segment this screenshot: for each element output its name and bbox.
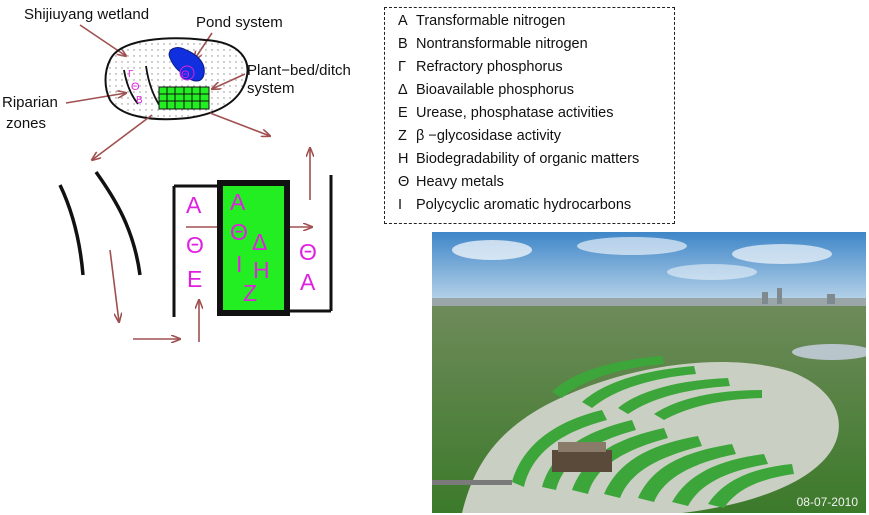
wetland-outline xyxy=(104,37,249,121)
riparian-line xyxy=(145,65,161,107)
legend-text: Transformable nitrogen xyxy=(416,13,566,29)
plant-bed-box xyxy=(217,180,290,316)
riparian-line xyxy=(123,69,139,105)
legend-row: Γ Refractory phosphorus xyxy=(398,56,674,79)
col-center-i: I xyxy=(236,251,242,277)
col-center-z: Z xyxy=(243,280,257,306)
col-center-a: A xyxy=(230,189,246,215)
legend-text: Nontransformable nitrogen xyxy=(416,36,588,52)
col-center-theta: Θ xyxy=(230,219,248,245)
label-riparian-2: zones xyxy=(6,115,46,132)
legend-row: Δ Bioavailable phosphorus xyxy=(398,79,674,102)
legend-symbol: Δ xyxy=(398,82,408,98)
col-center-delta: Δ xyxy=(252,229,267,255)
plant-bed-grid xyxy=(158,86,210,110)
riparian-bank-left xyxy=(58,184,85,276)
flow-arrows-map xyxy=(92,112,270,160)
map-symbol-gamma: Γ xyxy=(128,69,134,80)
legend-symbol: B xyxy=(398,36,408,52)
legend-symbol: A xyxy=(398,13,408,29)
label-riparian-1: Riparian xyxy=(2,94,58,111)
label-plant-bed-2: system xyxy=(247,80,295,97)
legend-row: A Transformable nitrogen xyxy=(398,10,674,33)
col-right-theta: Θ xyxy=(299,239,317,265)
legend-text: Biodegradability of organic matters xyxy=(416,151,640,167)
legend-symbol: Z xyxy=(398,128,407,144)
legend-row: H Biodegradability of organic matters xyxy=(398,148,674,171)
col-left-a: A xyxy=(186,192,202,218)
wetland-aerial-photo: 08-07-2010 xyxy=(432,232,866,513)
col-center-h: H xyxy=(253,257,270,283)
legend-row: E Urease, phosphatase activities xyxy=(398,102,674,125)
col-left-theta: Θ xyxy=(186,232,204,258)
map-symbol-b: B xyxy=(136,95,143,106)
legend-symbol: E xyxy=(398,105,408,121)
col-left-e: E xyxy=(187,266,202,292)
label-plant-bed-1: Plant−bed/ditch xyxy=(247,62,351,79)
flow-arrows-lower xyxy=(109,148,312,342)
legend-text: Urease, phosphatase activities xyxy=(416,105,614,121)
legend-row: Θ Heavy metals xyxy=(398,171,674,194)
aerial-photo-illustration xyxy=(432,232,866,513)
legend-text: β −glycosidase activity xyxy=(416,128,561,144)
riparian-bank-right xyxy=(94,170,142,276)
legend-symbol: I xyxy=(398,197,403,213)
legend-symbol: Θ xyxy=(398,174,410,190)
legend-row: B Nontransformable nitrogen xyxy=(398,33,674,56)
col-right-a: A xyxy=(300,269,316,295)
legend-row: I Polycyclic aromatic hydrocarbons xyxy=(398,194,674,217)
legend-text: Heavy metals xyxy=(416,174,504,190)
photo-date-stamp: 08-07-2010 xyxy=(796,495,858,509)
legend-text: Refractory phosphorus xyxy=(416,59,563,75)
legend-symbol: H xyxy=(398,151,409,167)
map-symbol-theta: Θ xyxy=(131,81,140,93)
label-wetland: Shijiuyang wetland xyxy=(24,6,149,23)
legend-symbol: Γ xyxy=(398,59,406,75)
legend-text: Polycyclic aromatic hydrocarbons xyxy=(416,197,632,213)
label-pond: Pond system xyxy=(196,14,283,31)
legend-text: Bioavailable phosphorus xyxy=(416,82,574,98)
pond-symbol-theta: Θ xyxy=(181,69,190,81)
wetland-diagram: Shijiuyang wetland Pond system Plant−bed… xyxy=(2,6,351,515)
